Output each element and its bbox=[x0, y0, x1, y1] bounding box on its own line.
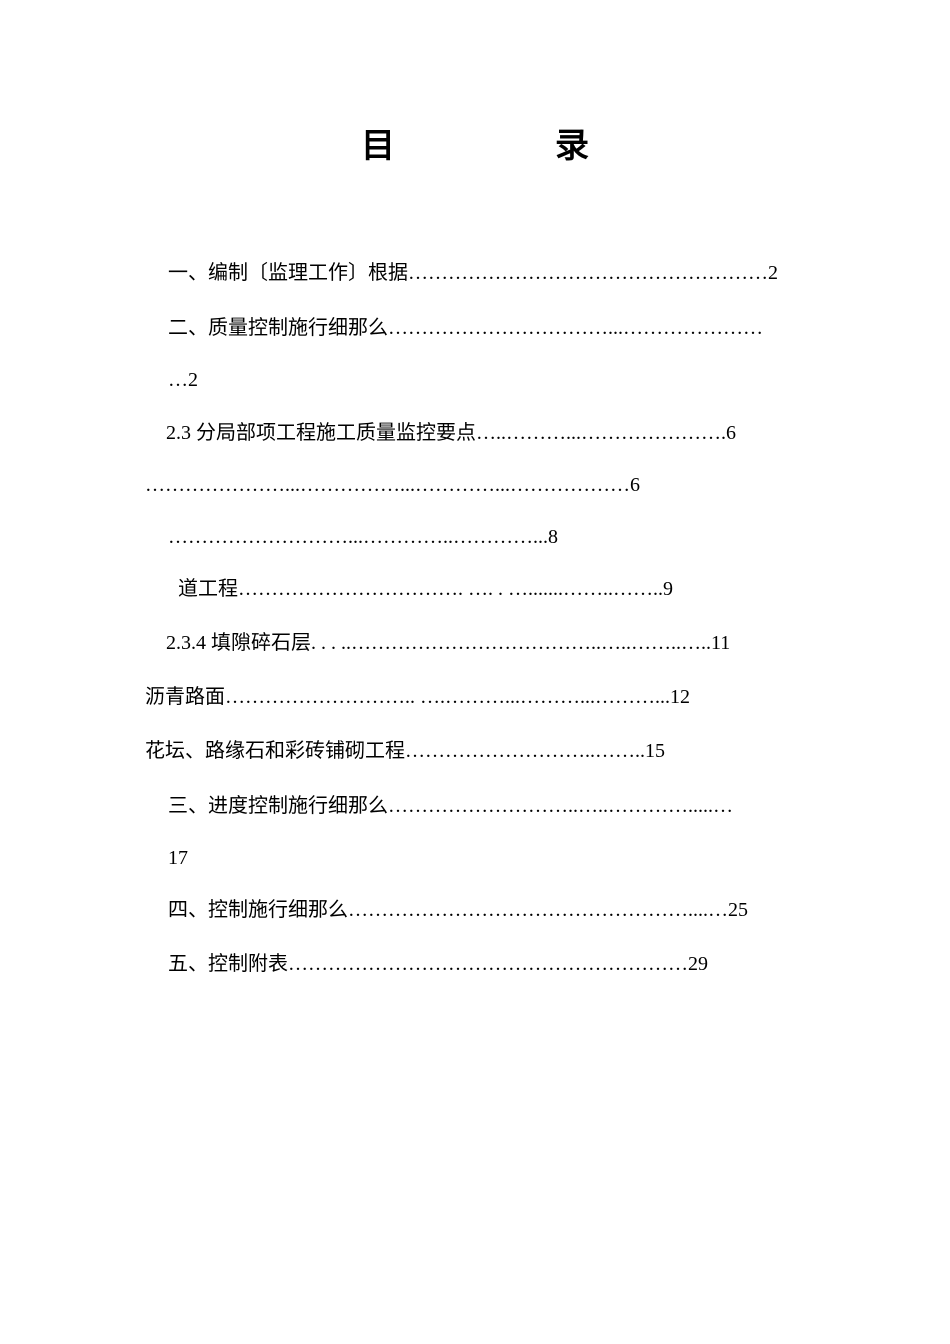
toc-entry-continuation-8: ………………………...…………..…………...8 bbox=[168, 526, 558, 548]
toc-entry-quality-control: 二、质量控制施行细那么……………………………...………………… bbox=[168, 317, 763, 339]
title-char-1: 目 bbox=[361, 126, 395, 166]
toc-entry-appendix: 五、控制附表……………………………………………………29 bbox=[168, 953, 708, 975]
toc-entry-2-3: 2.3 分局部项工程施工质量监控要点…..………...………………….6 bbox=[166, 422, 736, 444]
page-title: 目 录 bbox=[0, 118, 950, 167]
toc-entry-schedule-control-page: 17 bbox=[168, 847, 188, 869]
toc-entry-basis: 一、编制〔监理工作〕根据………………………………………………2 bbox=[168, 262, 778, 284]
toc-entry-road-works: 道工程……………………………. …. . ….......……..……..9 bbox=[178, 578, 673, 600]
toc-entry-asphalt: 沥青路面……………………….. ….………...………...………...12 bbox=[145, 686, 690, 708]
toc-entry-continuation-6: …………………...……………...…………...………………6 bbox=[145, 474, 640, 496]
toc-entry-paving: 花坛、路缘石和彩砖铺砌工程………………………..……..15 bbox=[145, 740, 665, 762]
toc-entry-schedule-control: 三、进度控制施行细那么………………………..…..………….....… bbox=[168, 795, 733, 817]
toc-entry-quality-control-page: …2 bbox=[168, 369, 198, 391]
toc-entry-2-3-4: 2.3.4 填隙碎石层. . . ..………………………………..…..……..… bbox=[166, 632, 731, 654]
title-char-2: 录 bbox=[555, 126, 589, 166]
toc-entry-control: 四、控制施行细那么……………………………………………....…25 bbox=[168, 899, 748, 921]
